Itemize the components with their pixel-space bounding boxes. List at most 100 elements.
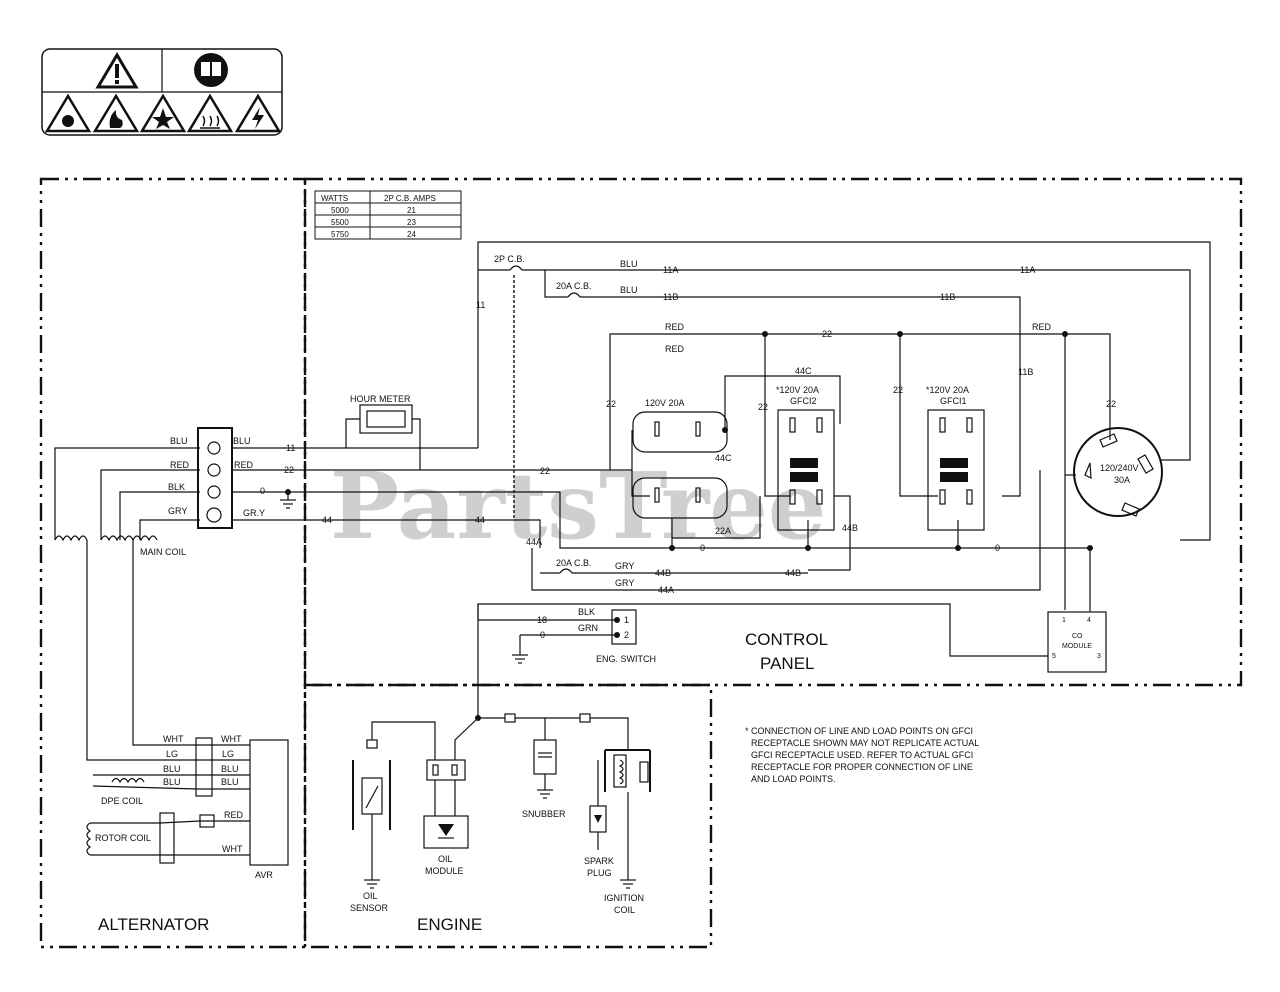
note-line: AND LOAD POINTS. — [751, 774, 836, 784]
cb-20a-label: 20A C.B. — [556, 558, 592, 568]
hour-meter-label: HOUR METER — [350, 394, 411, 404]
co-pin: 5 — [1052, 653, 1056, 660]
wire-label: WHT — [222, 844, 243, 854]
oil-module-label: MODULE — [425, 866, 464, 876]
co-module-label: MODULE — [1062, 643, 1092, 650]
table-cell: 24 — [407, 230, 416, 239]
table-cell: 5500 — [331, 218, 349, 227]
co-pin: 3 — [1097, 653, 1101, 660]
cb-20a-label: 20A C.B. — [556, 281, 592, 291]
ignition-coil-label: COIL — [614, 905, 635, 915]
outlet-120v-label: 120V 20A — [645, 398, 685, 408]
co-pin: 4 — [1087, 617, 1091, 624]
engine-wiring: OIL SENSOR OIL MODULE SNUBBER — [350, 604, 651, 915]
wire-label: BLU — [221, 777, 239, 787]
wire-number: 11B — [1018, 367, 1033, 377]
wire-label: GRY — [615, 561, 634, 571]
oil-sensor-label: SENSOR — [350, 903, 389, 913]
section-frames — [39, 177, 1243, 949]
wire-label: GRY — [168, 506, 187, 516]
hazard-entanglement-icon — [44, 93, 92, 133]
wire-number: 11 — [286, 443, 295, 453]
gfci1-label: GFCI1 — [940, 396, 967, 406]
wire-number: 22 — [606, 399, 616, 409]
wire-number: 11B — [663, 292, 678, 302]
table-header-amps: 2P C.B. AMPS — [384, 194, 436, 203]
wire-label: BLU — [170, 436, 188, 446]
wire-number: 22 — [540, 466, 550, 476]
wire-number: 44B — [785, 568, 801, 578]
wire-number: 22 — [758, 402, 768, 412]
safety-icon-panel — [41, 48, 283, 136]
hazard-hot-surface-icon — [186, 93, 234, 133]
wire-number: 0 — [700, 543, 705, 553]
hazard-explosion-icon — [139, 93, 187, 133]
wire-label: RED — [234, 460, 254, 470]
section-control-panel: PANEL — [760, 654, 815, 673]
section-engine: ENGINE — [417, 915, 482, 934]
wire-label: WHT — [163, 734, 184, 744]
wire-label: GRY — [615, 578, 634, 588]
switch-pin: 2 — [624, 630, 629, 640]
wire-number: 44 — [322, 515, 332, 525]
cb-2p-label: 2P C.B. — [494, 254, 525, 264]
wire-label: RED — [1032, 322, 1052, 332]
dpe-coil-label: DPE COIL — [101, 796, 143, 806]
wire-number: 11 — [476, 300, 485, 310]
note-line: * CONNECTION OF LINE AND LOAD POINTS ON … — [745, 726, 973, 736]
wire-label: BLU — [163, 764, 181, 774]
note-line: RECEPTACLE SHOWN MAY NOT REPLICATE ACTUA… — [751, 738, 979, 748]
wire-label: WHT — [221, 734, 242, 744]
wire-label: BLK — [168, 482, 185, 492]
hazard-electric-icon — [234, 93, 282, 133]
gfci-note: * CONNECTION OF LINE AND LOAD POINTS ON … — [745, 726, 979, 784]
wire-number: 11B — [940, 292, 955, 302]
wire-label: RED — [665, 344, 685, 354]
wire-label: BLU — [620, 259, 638, 269]
gfci1-rating: *120V 20A — [926, 385, 969, 395]
table-cell: 5000 — [331, 206, 349, 215]
wire-number: 44C — [715, 453, 732, 463]
main-coil-label: MAIN COIL — [140, 547, 186, 557]
wire-number: 22 — [893, 385, 903, 395]
spark-plug-label: PLUG — [587, 868, 612, 878]
table-cell: 21 — [407, 206, 416, 215]
wire-label: BLU — [620, 285, 638, 295]
wire-number: 44B — [842, 523, 858, 533]
gfci2-rating: *120V 20A — [776, 385, 819, 395]
twistlock-amps: 30A — [1114, 475, 1130, 485]
gfci2-label: GFCI2 — [790, 396, 817, 406]
wire-number: 22 — [822, 329, 832, 339]
wire-number: 22 — [1106, 399, 1116, 409]
wire-label: RED — [665, 322, 685, 332]
note-line: RECEPTACLE FOR PROPER CONNECTION OF LINE — [751, 762, 973, 772]
oil-sensor-label: OIL — [363, 891, 378, 901]
control-panel-wiring: HOUR METER 2P C.B. 11 BLU 11A 11A 20A C.… — [345, 241, 1211, 673]
rotor-coil-label: ROTOR COIL — [95, 833, 151, 843]
avr-label: AVR — [255, 870, 273, 880]
wire-label: LG — [222, 749, 234, 759]
wire-label: BLK — [578, 607, 595, 617]
table-cell: 5750 — [331, 230, 349, 239]
switch-pin: 1 — [624, 615, 629, 625]
wire-number: 11A — [1020, 265, 1035, 275]
wire-label: BLU — [221, 764, 239, 774]
wire-number: 22A — [715, 526, 731, 536]
section-alternator: ALTERNATOR — [98, 915, 209, 934]
wire-label: RED — [170, 460, 190, 470]
co-pin: 1 — [1062, 617, 1066, 624]
wire-label: GRN — [578, 623, 598, 633]
wire-number: 44A — [658, 585, 674, 595]
hazard-fire-icon — [92, 93, 140, 133]
snubber-label: SNUBBER — [522, 809, 566, 819]
wire-number: 0 — [995, 543, 1000, 553]
wire-number: 22 — [284, 465, 294, 475]
ignition-coil-label: IGNITION — [604, 893, 644, 903]
watermark: PartsTree — [330, 452, 826, 560]
wire-label: BLU — [233, 436, 251, 446]
wire-number: 44C — [795, 366, 812, 376]
section-control-title: CONTROL — [745, 630, 828, 649]
manual-icon — [194, 53, 228, 87]
oil-module-label: OIL — [438, 854, 453, 864]
twistlock-rating: 120/240V — [1100, 463, 1139, 473]
